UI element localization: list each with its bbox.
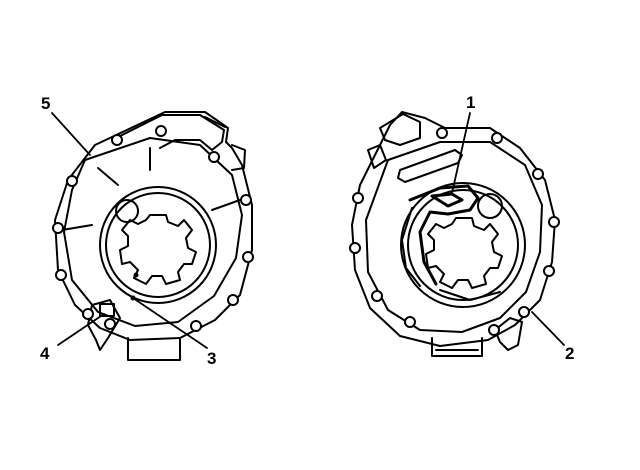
left-bore-outer: [99, 186, 217, 304]
left-top-cover: [111, 114, 225, 151]
left-bottom-mount: [127, 337, 181, 361]
left-inner-flange: [63, 137, 243, 327]
left-port: [115, 199, 139, 223]
right-bottom-mount: [431, 337, 483, 357]
leader-4: [57, 313, 105, 346]
left-bore-inner: [105, 192, 211, 298]
right-splined-hub: [425, 217, 503, 289]
leader-lines: [51, 112, 565, 349]
left-bolts: [52, 125, 254, 332]
right-inner-flange: [365, 141, 543, 333]
callout-5: 5: [41, 94, 51, 113]
callout-3: 3: [207, 349, 217, 368]
leader-2: [531, 311, 565, 346]
right-bolts: [349, 127, 560, 336]
right-bore-inner: [407, 189, 519, 301]
left-housing: [52, 111, 254, 361]
left-splined-hub: [119, 214, 197, 285]
right-top-cover: [379, 113, 421, 146]
right-port: [477, 193, 503, 219]
callout-2: 2: [565, 344, 575, 363]
right-bore-outer: [400, 182, 526, 308]
right-bracket: [494, 317, 523, 351]
right-side-tab: [367, 144, 387, 169]
leader-5: [51, 112, 91, 156]
right-housing: [349, 111, 560, 357]
leader-3: [132, 297, 208, 349]
leader-1: [451, 112, 471, 194]
callout-4: 4: [40, 344, 50, 363]
callout-1: 1: [466, 93, 476, 112]
right-slot: [397, 149, 463, 183]
left-side-tab: [231, 144, 246, 171]
